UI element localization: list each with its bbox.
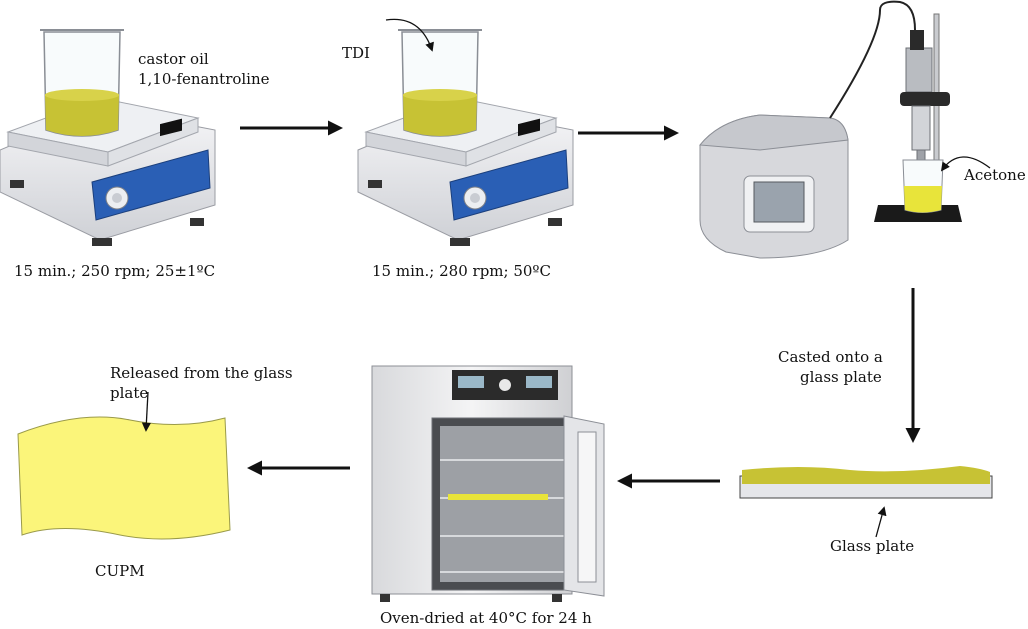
acetone-pointer-arrow — [940, 156, 991, 172]
tdi-pointer-arrow — [385, 18, 434, 52]
release-label-line1: Released from the glass — [110, 364, 293, 382]
casting-label-line2: glass plate — [800, 368, 882, 386]
oven-conditions: Oven-dried at 40°C for 24 h — [380, 609, 592, 627]
product-label: CUPM — [95, 562, 145, 580]
step2-conditions: 15 min.; 280 rpm; 50ºC — [372, 262, 551, 280]
reagent-castor-oil: castor oil — [138, 50, 209, 68]
glass-plate-pointer-arrow — [875, 506, 887, 538]
membrane-film-icon — [17, 416, 231, 540]
magnetic-stirrer-icon — [0, 29, 216, 246]
glass-plate-label: Glass plate — [830, 537, 915, 555]
reagent-tdi: TDI — [342, 44, 370, 62]
reagent-fenantroline: 1,10-fenantroline — [138, 70, 270, 88]
magnetic-stirrer-icon — [357, 29, 574, 246]
release-label-line2: plate — [110, 384, 149, 402]
ultrasonic-homogenizer-icon — [699, 0, 962, 259]
reagent-acetone: Acetone — [964, 166, 1026, 184]
casting-label-line1: Casted onto a — [778, 348, 883, 366]
glass-plate-icon — [739, 466, 993, 499]
step1-conditions: 15 min.; 250 rpm; 25±1ºC — [14, 262, 216, 280]
film-pointer-arrow — [141, 391, 151, 432]
oven-icon — [371, 365, 605, 602]
